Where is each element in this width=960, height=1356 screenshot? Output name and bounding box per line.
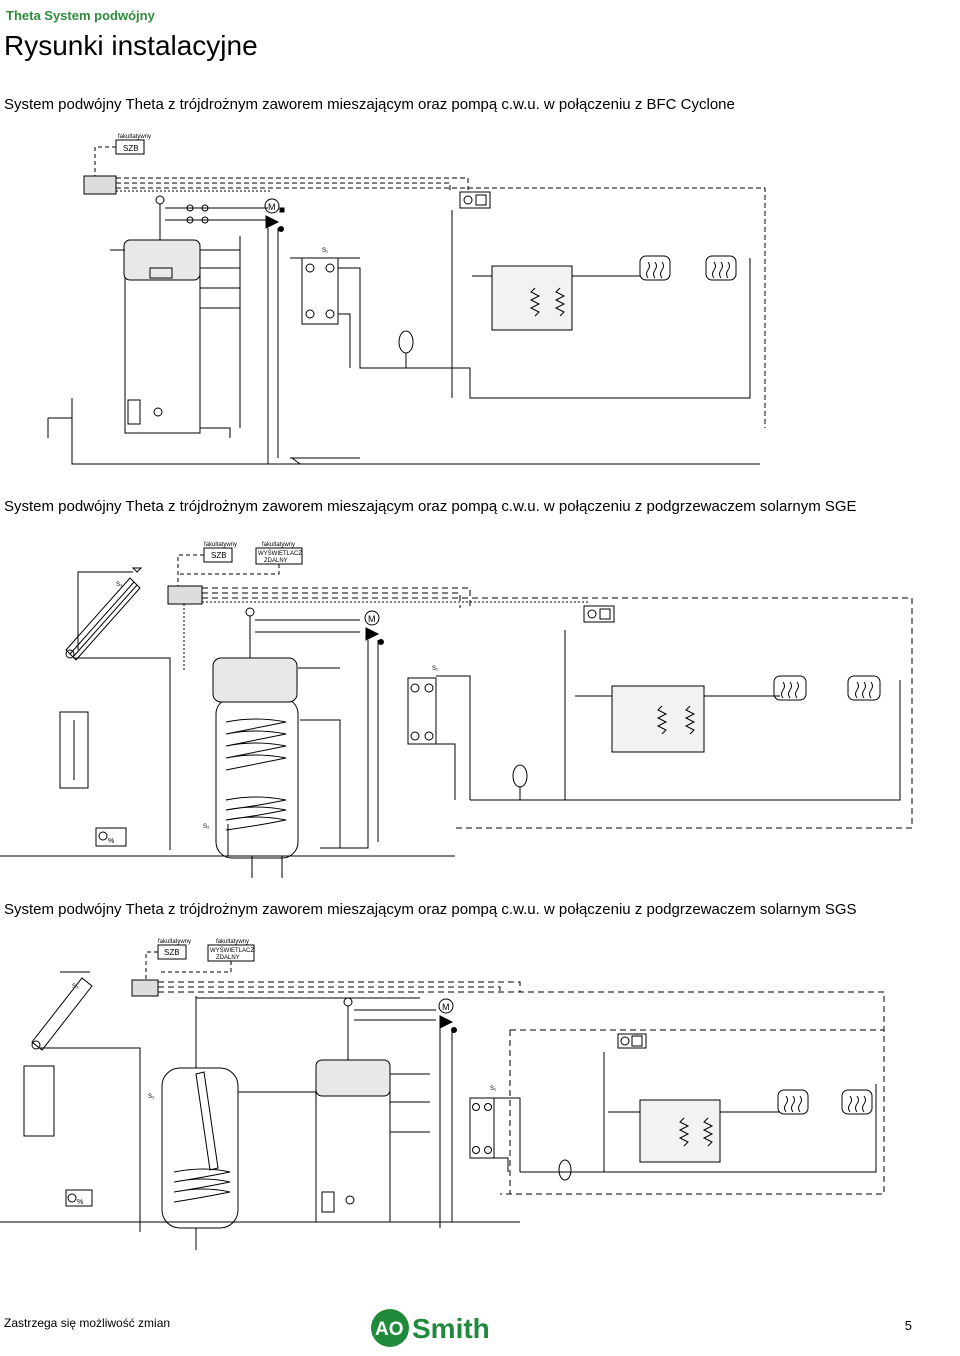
svg-text:WYŚWIETLACZ: WYŚWIETLACZ	[258, 549, 302, 557]
section-header: Theta System podwójny	[6, 8, 155, 23]
svg-text:fakultatywny: fakultatywny	[204, 542, 237, 548]
solar-collector	[65, 577, 141, 661]
tank-panel	[127, 399, 141, 425]
diagram-2-sge: fakultatywny SZB fakultatywny WYŚWIETLAC…	[0, 542, 913, 878]
heat-exchanger	[469, 1097, 495, 1159]
svg-text:AO: AO	[375, 1319, 404, 1340]
svg-text:S₁: S₁	[490, 1086, 496, 1092]
radiator-2	[705, 255, 737, 281]
szb-label: SZB	[123, 144, 139, 153]
ao-smith-logo: AO Smith	[371, 1309, 490, 1347]
diagram-1-bfc-cyclone: fakultatywny SZB M S₁	[47, 134, 766, 465]
expansion-vessel	[398, 330, 414, 354]
footer-note: Zastrzega się możliwość zmian	[4, 1316, 171, 1330]
solar-pump-station	[59, 711, 89, 789]
sgs-storage-tank	[161, 1067, 239, 1229]
boiler-unit	[212, 657, 298, 703]
svg-text:fakultatywny: fakultatywny	[262, 542, 295, 548]
heat-exchanger	[407, 677, 437, 745]
svg-text:S₃: S₃	[116, 582, 123, 588]
solar-controller	[95, 827, 127, 847]
boiler-tank	[124, 257, 201, 434]
heat-exchanger	[301, 257, 339, 325]
svg-text:fakultatywny: fakultatywny	[158, 939, 191, 945]
svg-text:%: %	[108, 838, 114, 845]
svg-text:M: M	[268, 202, 276, 212]
diagram-2-caption: System podwójny Theta z trójdrożnym zawo…	[4, 498, 857, 515]
diagram-3-caption: System podwójny Theta z trójdrożnym zawo…	[4, 901, 857, 918]
underfloor-heating-group	[611, 685, 705, 753]
svg-text:%: %	[77, 1199, 83, 1206]
thermometer-icon	[155, 195, 165, 205]
mixing-valve-motor	[264, 198, 280, 214]
svg-text:M: M	[442, 1002, 450, 1012]
page-title: Rysunki instalacyjne	[4, 30, 258, 61]
optional-label: fakultatywny	[118, 134, 151, 140]
svg-text:S₂: S₂	[203, 824, 210, 830]
svg-text:S₁: S₁	[322, 248, 328, 254]
diagram-1-caption: System podwójny Theta z trójdrożnym zawo…	[4, 96, 735, 113]
radiator-1	[639, 255, 671, 281]
boiler-tank	[315, 1081, 391, 1223]
svg-text:S₁: S₁	[432, 666, 438, 672]
underfloor-heating-group	[639, 1099, 721, 1163]
svg-text:S₃: S₃	[72, 984, 79, 990]
svg-text:M: M	[368, 614, 376, 624]
room-thermostat	[459, 191, 491, 209]
svg-text:ZDALNY: ZDALNY	[216, 955, 240, 961]
diagram-3-sgs: fakultatywny SZB fakultatywny WYŚWIETLAC…	[0, 939, 885, 1250]
svg-text:fakultatywny: fakultatywny	[216, 939, 249, 945]
page-number: 5	[904, 1318, 912, 1333]
svg-text:SZB: SZB	[164, 948, 180, 957]
underfloor-heating-group	[491, 265, 573, 331]
svg-text:S₂: S₂	[148, 1094, 155, 1100]
svg-text:WYŚWIETLACZ: WYŚWIETLACZ	[210, 946, 254, 954]
control-box	[83, 175, 117, 195]
svg-text:Smith: Smith	[412, 1313, 490, 1344]
svg-text:ZDALNY: ZDALNY	[264, 558, 288, 564]
svg-text:SZB: SZB	[211, 551, 227, 560]
